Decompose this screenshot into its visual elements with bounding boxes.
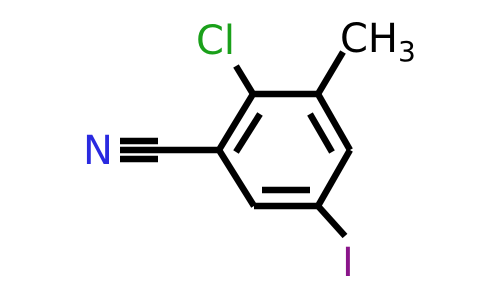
chlorine-label: Cl	[196, 18, 235, 64]
bond-to-chlorine	[233, 64, 256, 96]
ring-bond-c2-c3	[216, 148, 257, 208]
ring-bond-c4-c5	[315, 148, 353, 208]
methyl-label: CH3	[340, 16, 416, 68]
iodine-label: I	[342, 240, 354, 286]
bond-to-iodine	[315, 203, 348, 239]
ring-bond-c1-c2	[216, 92, 256, 152]
ring-inner-bond-1	[233, 112, 263, 154]
nitrile-nitrogen-label: N	[83, 128, 113, 174]
bond-to-methyl	[315, 50, 346, 96]
ring-inner-bond-3	[307, 112, 335, 154]
triple-bond	[120, 137, 158, 163]
methyl-subscript: 3	[398, 35, 416, 68]
benzene-ring	[216, 90, 353, 210]
ring-bond-c5-c6	[315, 92, 353, 152]
methyl-symbol: CH	[340, 16, 398, 62]
